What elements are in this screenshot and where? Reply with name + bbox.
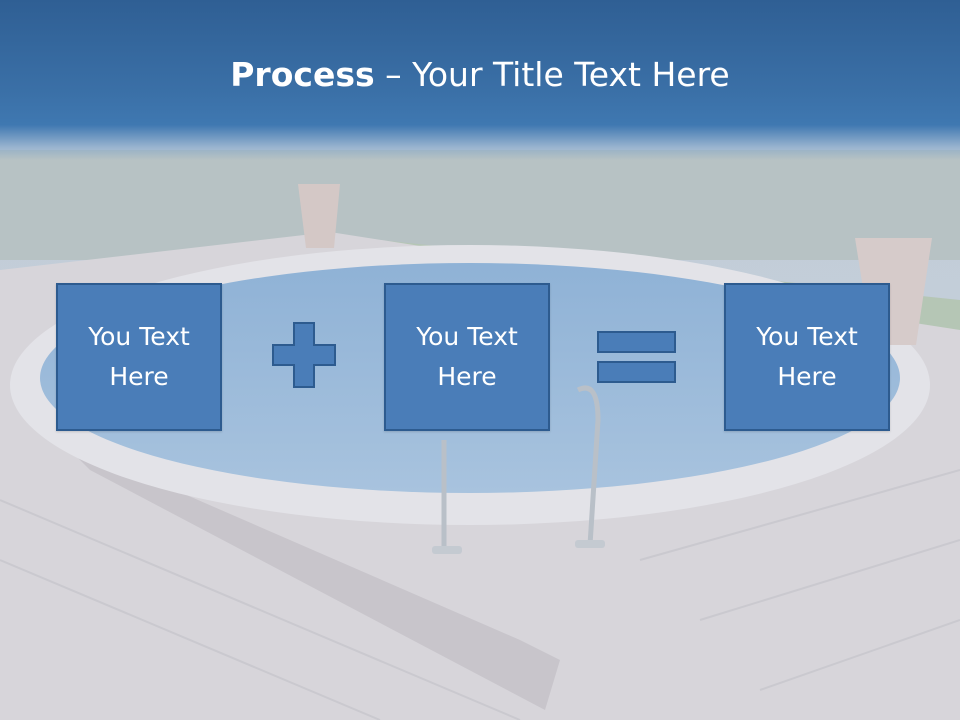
title-band [0,0,960,160]
process-box-3-label: You Text Here [756,322,858,391]
equals-icon [597,331,676,383]
slide-title: Process – Your Title Text Here [0,52,960,98]
title-rest: – Your Title Text Here [374,55,730,94]
title-bold: Process [230,55,375,94]
plus-icon [272,322,336,388]
process-box-1[interactable]: You Text Here [56,283,222,431]
process-box-1-label: You Text Here [88,322,190,391]
process-box-2-label: You Text Here [416,322,518,391]
process-box-2[interactable]: You Text Here [384,283,550,431]
process-box-3[interactable]: You Text Here [724,283,890,431]
